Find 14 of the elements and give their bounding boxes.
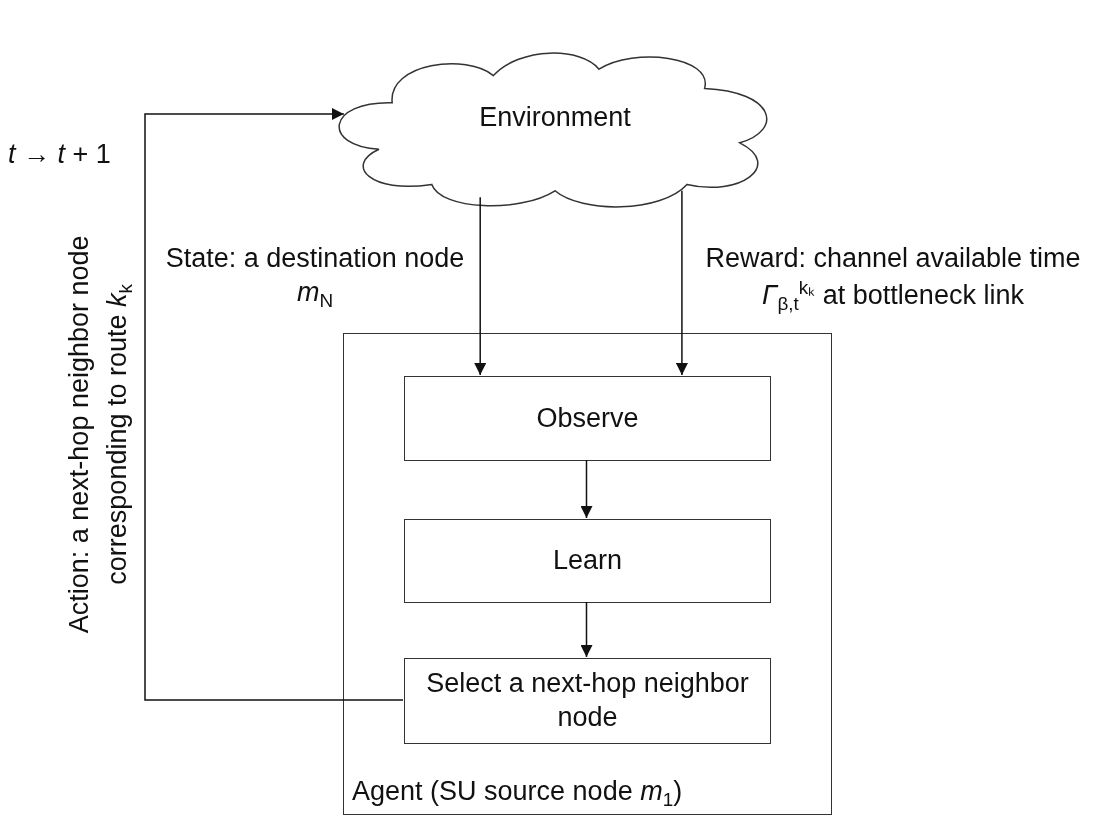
arrow: [675, 190, 688, 376]
arrow: [580, 601, 593, 658]
agent-box: [343, 333, 832, 815]
arrow: [144, 108, 404, 701]
process-box: [404, 376, 771, 461]
arrow: [474, 196, 487, 376]
node-label: Environment: [478, 101, 632, 135]
node-label: Learn: [551, 544, 624, 578]
node-label: Observe: [535, 401, 640, 435]
process-box: [404, 658, 771, 744]
node-label: Select a next-hop neighbor node: [425, 667, 750, 734]
process-box: [404, 519, 771, 603]
arrow: [580, 459, 593, 519]
box-title: Agent (SU source node m$_{1}$): [352, 775, 683, 812]
